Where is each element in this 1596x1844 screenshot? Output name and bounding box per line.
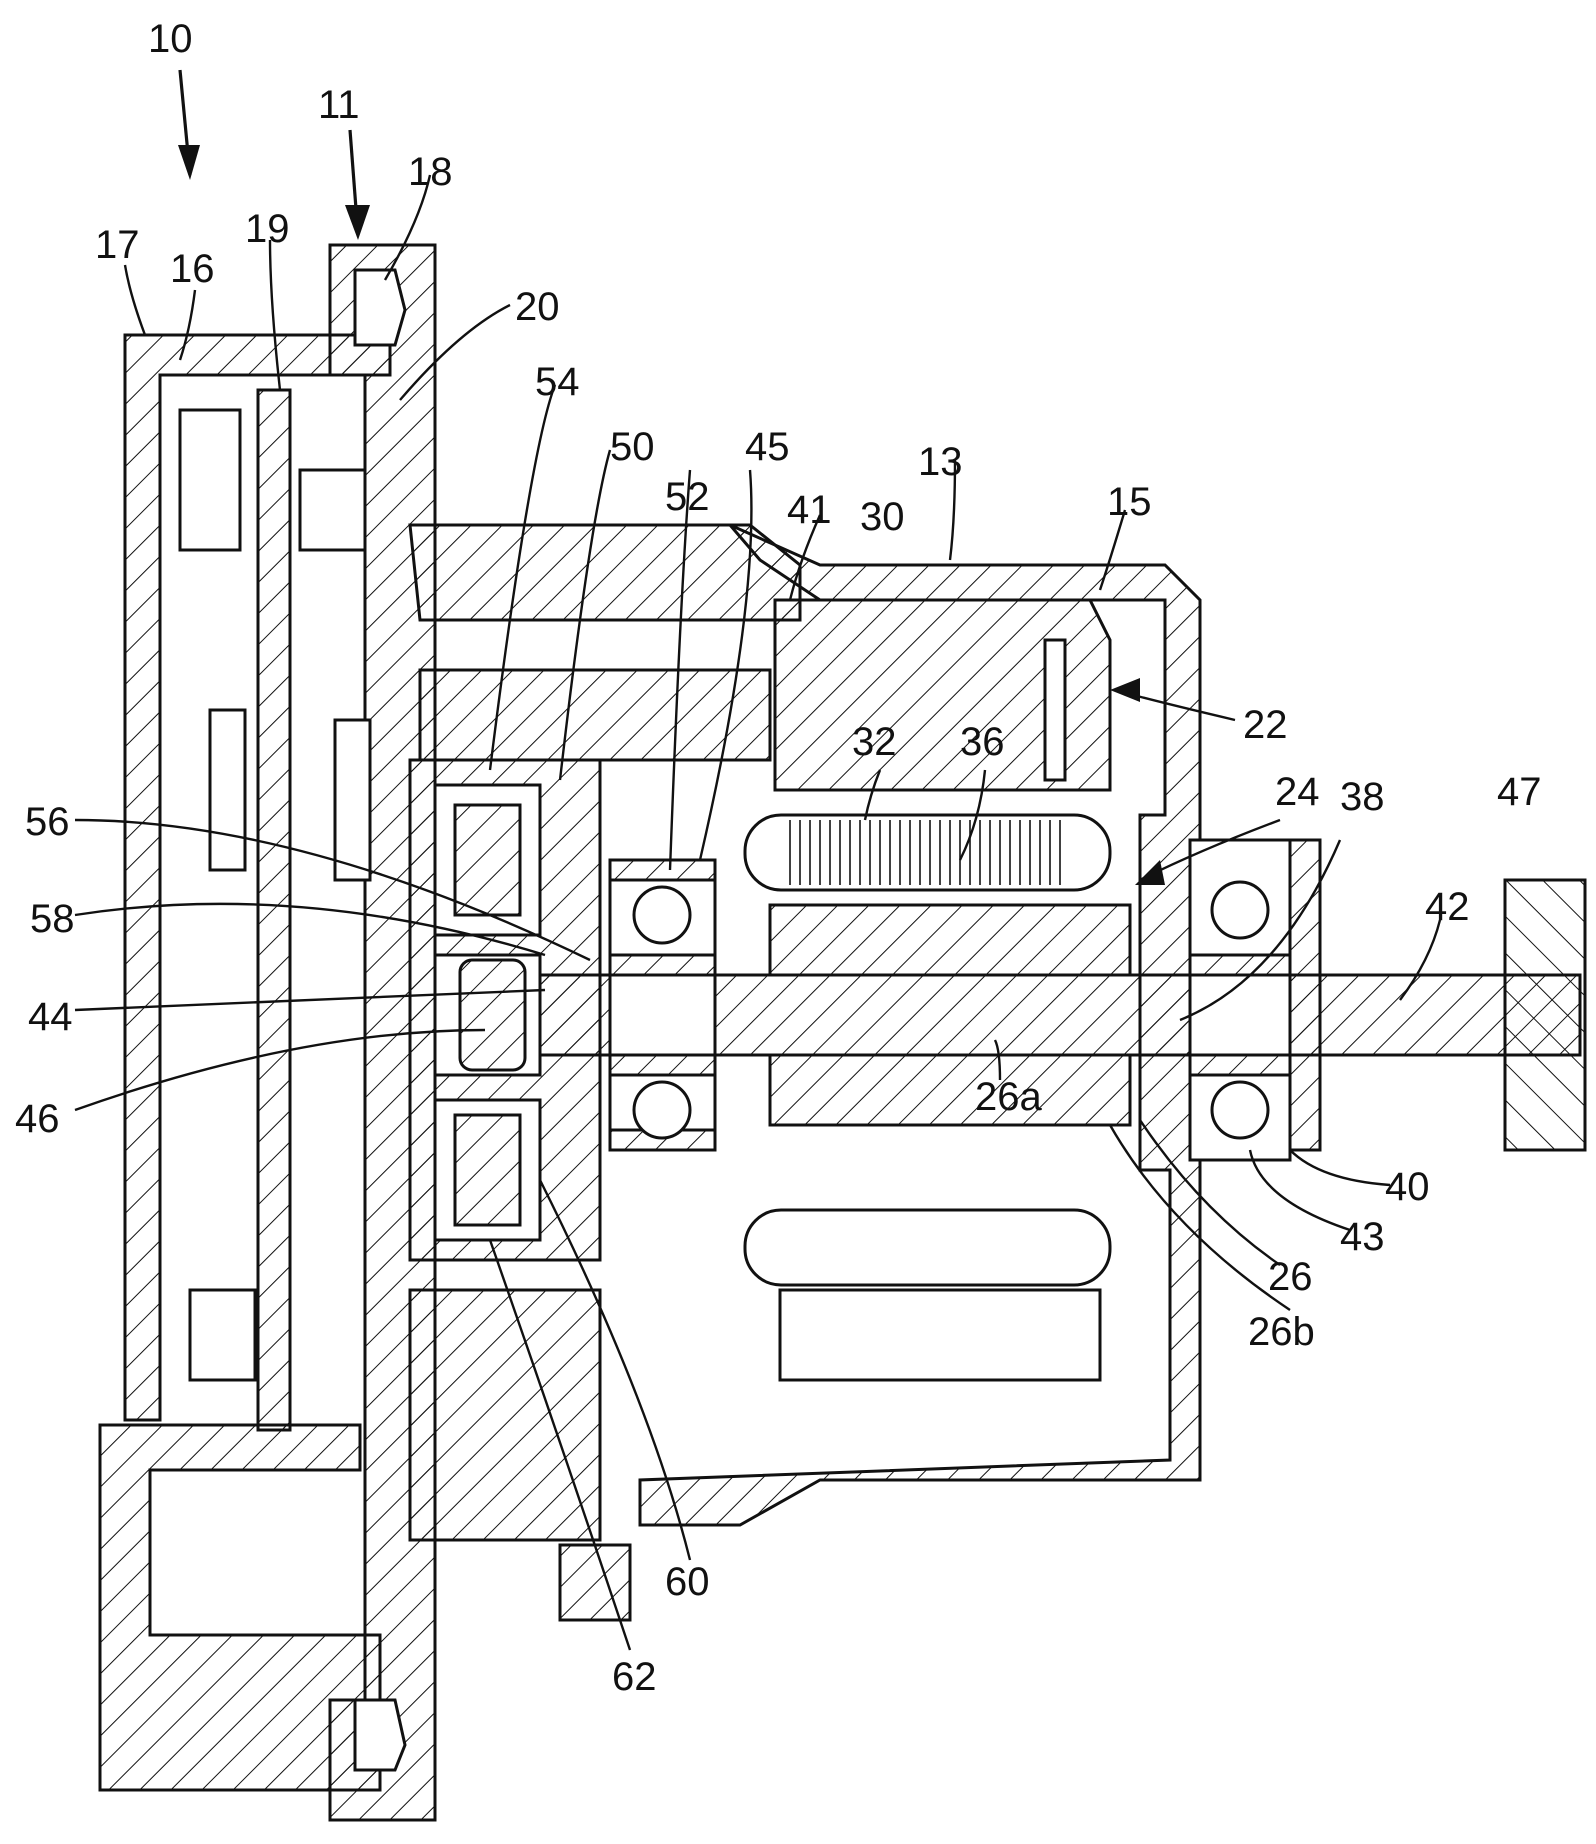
label-11: 11 <box>318 83 360 127</box>
label-10: 10 <box>148 17 193 61</box>
label-44: 44 <box>28 995 73 1039</box>
bearing-right-40 <box>1188 838 1292 1162</box>
gear-47 <box>1503 878 1587 1152</box>
label-52: 52 <box>665 475 710 519</box>
label-50: 50 <box>610 425 655 469</box>
label-13: 13 <box>918 440 963 484</box>
label-16: 16 <box>170 247 215 291</box>
label-38: 38 <box>1340 775 1385 819</box>
label-26: 26 <box>1268 1255 1313 1299</box>
sensor-assembly <box>433 783 542 1242</box>
bearing-left <box>608 858 717 1152</box>
outer-housing-17 <box>98 333 392 1792</box>
label-32: 32 <box>852 720 897 764</box>
label-60: 60 <box>665 1560 710 1604</box>
label-45: 45 <box>745 425 790 469</box>
stator-30 <box>773 598 1112 792</box>
label-17: 17 <box>95 223 140 267</box>
label-58: 58 <box>30 897 75 941</box>
label-19: 19 <box>245 207 290 251</box>
label-41: 41 <box>787 488 832 532</box>
circuit-board-19 <box>178 388 372 1432</box>
label-30: 30 <box>860 495 905 539</box>
label-15: 15 <box>1107 480 1152 524</box>
label-26b: 26b <box>1248 1310 1315 1354</box>
label-26a: 26a <box>975 1075 1042 1119</box>
label-43: 43 <box>1340 1215 1385 1259</box>
label-54: 54 <box>535 360 580 404</box>
leader-lines <box>74 69 1442 1651</box>
label-18: 18 <box>408 150 453 194</box>
label-20: 20 <box>515 285 560 329</box>
winding-36 <box>743 813 1112 1382</box>
label-36: 36 <box>960 720 1005 764</box>
label-24: 24 <box>1275 770 1320 814</box>
label-42: 42 <box>1425 885 1470 929</box>
label-46: 46 <box>15 1097 60 1141</box>
label-22: 22 <box>1243 703 1288 747</box>
label-62: 62 <box>612 1655 657 1699</box>
label-40: 40 <box>1385 1165 1430 1209</box>
label-47: 47 <box>1497 770 1542 814</box>
reference-numerals: 10 11 17 16 19 18 20 54 50 45 52 41 30 1… <box>15 17 1542 1699</box>
label-56: 56 <box>25 800 70 844</box>
rotor-26 <box>768 903 1132 1127</box>
